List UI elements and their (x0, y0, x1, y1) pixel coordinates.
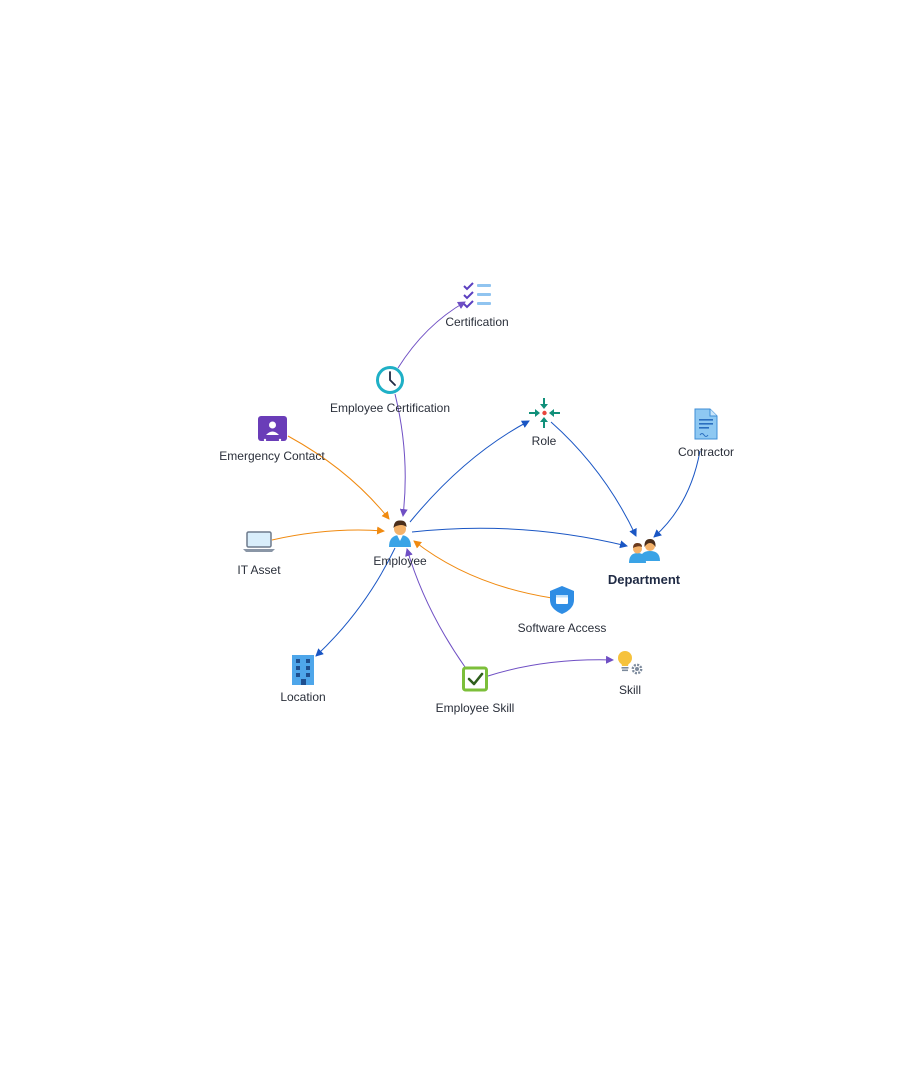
node-label: Certification (445, 315, 508, 329)
edge-employee-to-department[interactable] (411, 527, 628, 549)
node-label: Employee Skill (436, 701, 515, 715)
edge-employee-certification-to-employee[interactable] (394, 393, 408, 517)
lightbulb-gear-icon (618, 651, 643, 675)
edge-employee-certification-to-certification[interactable] (397, 301, 466, 369)
node-role[interactable]: Role (529, 398, 560, 448)
node-location[interactable]: Location (280, 655, 326, 704)
checkbox-icon (462, 666, 488, 692)
node-label: Department (608, 572, 681, 587)
clock-icon (376, 366, 404, 394)
edge-employee-to-location[interactable] (315, 547, 396, 657)
contact-card-icon (258, 416, 287, 442)
node-employee[interactable]: Employee (373, 520, 427, 568)
edge-emergency-contact-to-employee[interactable] (287, 435, 390, 520)
building-icon (292, 655, 314, 685)
laptop-icon (243, 531, 275, 552)
document-icon (694, 408, 718, 440)
checklist-icon (463, 282, 491, 309)
edge-employee-to-role[interactable] (409, 420, 530, 523)
node-label: IT Asset (237, 563, 281, 577)
edge-employee-skill-to-skill[interactable] (487, 655, 614, 677)
edges (271, 301, 701, 677)
node-label: Location (280, 690, 325, 704)
edge-it-asset-to-employee[interactable] (271, 526, 385, 541)
node-label: Role (532, 434, 557, 448)
node-label: Contractor (678, 445, 734, 459)
edge-role-to-department[interactable] (550, 421, 637, 537)
people-icon (629, 539, 660, 563)
node-department[interactable]: Department (608, 539, 681, 587)
edge-contractor-to-department[interactable] (653, 450, 701, 538)
node-label: Employee Certification (330, 401, 450, 415)
edge-software-access-to-employee[interactable] (413, 540, 553, 599)
shield-icon (550, 586, 574, 614)
edge-employee-skill-to-employee[interactable] (405, 548, 466, 668)
node-label: Software Access (518, 621, 607, 635)
converge-arrows-icon (529, 398, 560, 428)
node-employee-certification[interactable]: Employee Certification (330, 366, 450, 416)
node-emergency-contact[interactable]: Emergency Contact (219, 416, 325, 463)
node-certification[interactable]: Certification (445, 282, 509, 329)
node-label: Skill (619, 683, 641, 697)
node-it-asset[interactable]: IT Asset (237, 531, 281, 577)
node-software-access[interactable]: Software Access (518, 586, 607, 635)
node-employee-skill[interactable]: Employee Skill (436, 666, 515, 715)
node-contractor[interactable]: Contractor (678, 408, 734, 459)
node-label: Employee (373, 554, 427, 568)
node-skill[interactable]: Skill (618, 651, 643, 697)
person-icon (389, 520, 411, 547)
node-label: Emergency Contact (219, 449, 325, 463)
